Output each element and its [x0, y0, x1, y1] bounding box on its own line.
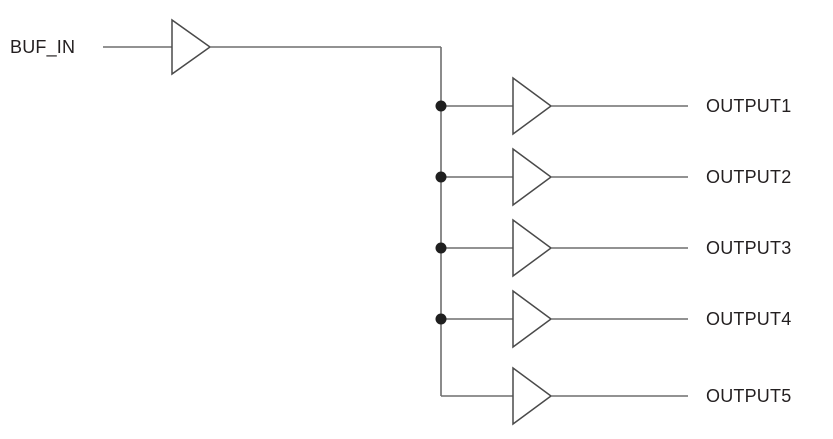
branch-output4: [435, 289, 688, 349]
output-label-4: OUTPUT4: [706, 309, 792, 329]
buffer-icon-output2: [512, 147, 553, 207]
branch-output2: [435, 147, 688, 207]
buffer-icon-output1: [512, 76, 553, 136]
buffer-icon-output4: [512, 289, 553, 349]
branch-output1: [435, 76, 688, 136]
input-buffer-section: [103, 18, 442, 396]
junction-dot-icon: [435, 313, 447, 325]
input-label: BUF_IN: [10, 37, 76, 57]
output-label-5: OUTPUT5: [706, 386, 792, 406]
output-label-2: OUTPUT2: [706, 167, 792, 187]
branch-output5: [441, 366, 688, 426]
branch-output3: [435, 218, 688, 278]
output-label-3: OUTPUT3: [706, 238, 792, 258]
buffer-icon-output3: [512, 218, 553, 278]
output-label-1: OUTPUT1: [706, 96, 792, 116]
buffer-icon-input: [171, 18, 212, 76]
junction-dot-icon: [435, 100, 447, 112]
junction-dot-icon: [435, 171, 447, 183]
buffer-icon-output5: [512, 366, 553, 426]
junction-dot-icon: [435, 242, 447, 254]
